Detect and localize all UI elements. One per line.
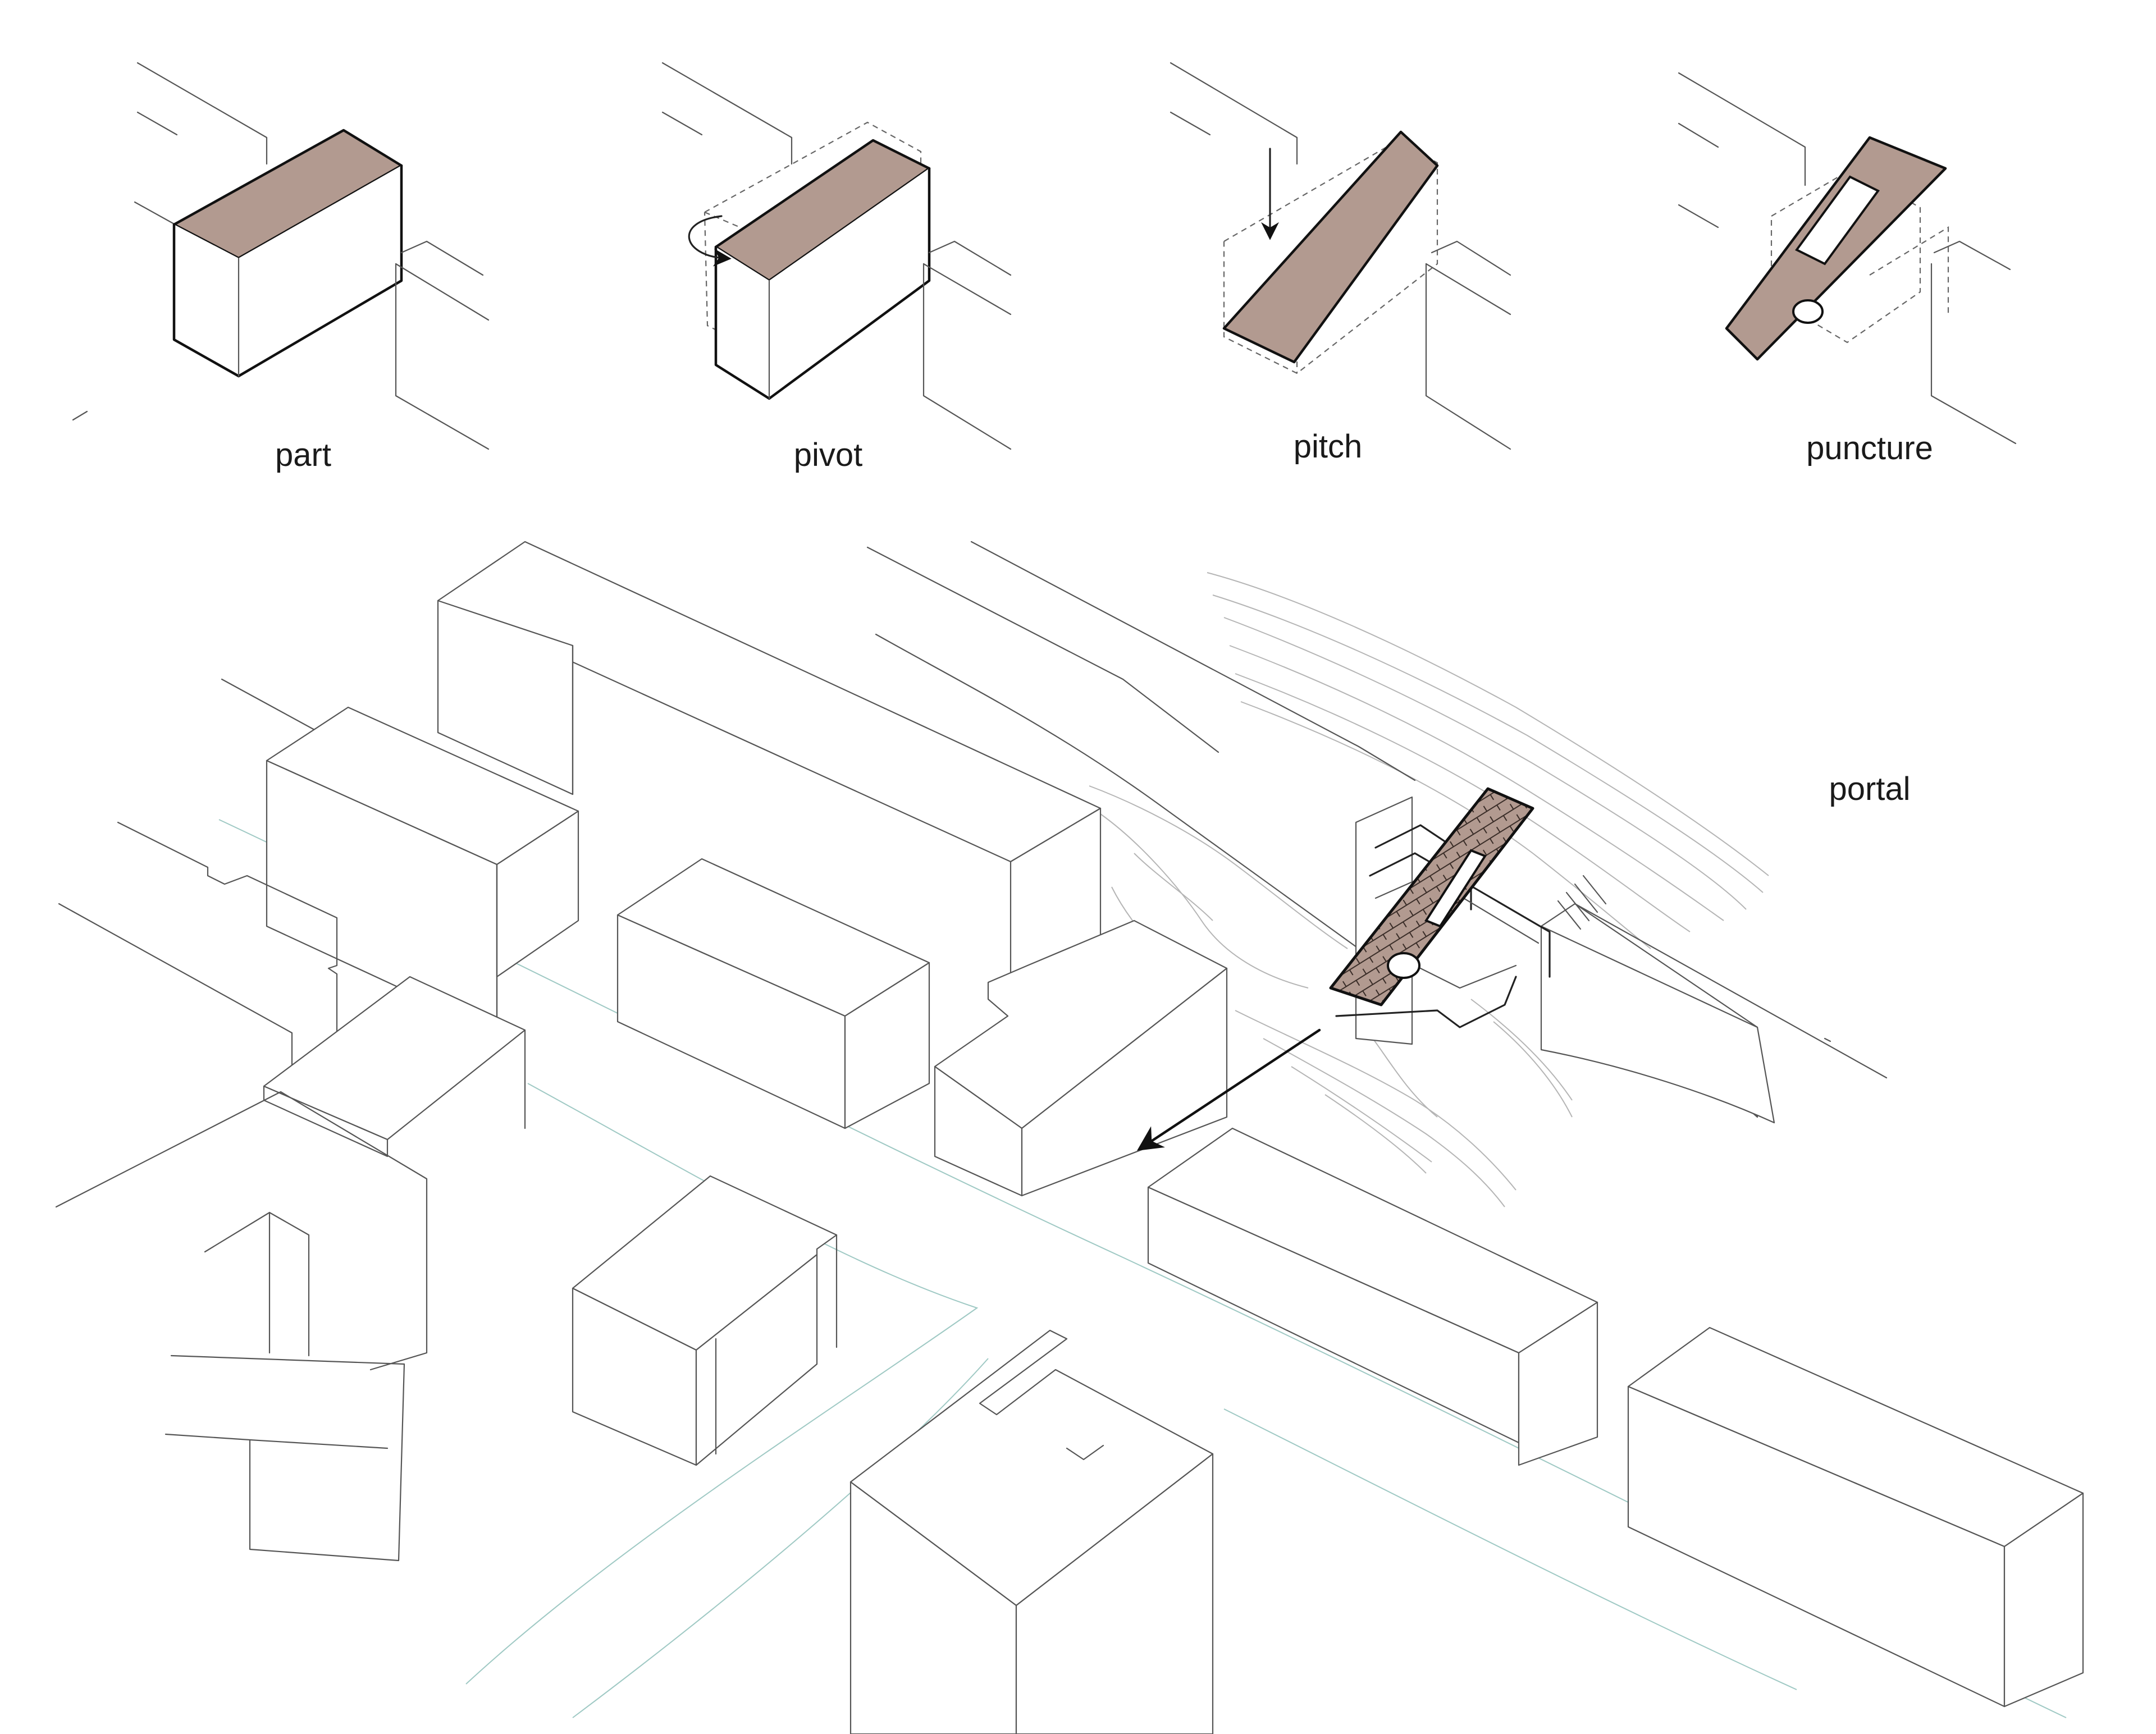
step-label-part: part <box>275 437 331 473</box>
step-pivot-diagram <box>661 62 1012 450</box>
building-left-gabled <box>55 1091 428 1562</box>
portal-round-opening <box>1387 952 1420 979</box>
stair-hatching <box>1557 875 1607 930</box>
building-center-right <box>934 919 1228 1197</box>
step-label-pivot: pivot <box>794 437 863 473</box>
street-line-west <box>572 1358 989 1718</box>
street-line-east <box>1223 1408 1797 1690</box>
portal-label: portal <box>1829 771 1910 807</box>
building-far-right <box>1627 1326 2084 1708</box>
direction-arrow-icon <box>1136 1028 1321 1151</box>
portal-structure <box>1329 787 1607 1028</box>
step-pitch-diagram <box>1170 62 1511 450</box>
building-center-bottom <box>572 1175 838 1466</box>
street-line-south <box>465 1083 979 1685</box>
site-context <box>55 541 2084 1734</box>
portal-roof-plane <box>1329 787 1534 1006</box>
building-left-notched <box>58 821 338 1079</box>
building-bottom-large <box>849 1329 1214 1734</box>
building-right-middle <box>1147 1127 1598 1466</box>
step-part-diagram <box>72 62 490 450</box>
building-left-middle <box>263 976 526 1157</box>
step-label-puncture: puncture <box>1806 430 1933 466</box>
step-puncture-diagram <box>1678 72 2017 445</box>
building-center <box>616 858 930 1129</box>
rotate-arrow-icon <box>688 215 732 267</box>
building-hillside <box>1355 796 1888 1124</box>
puncture-slot-opening <box>1794 175 1880 266</box>
pitch-mass-plane <box>1222 130 1439 364</box>
terrain-contours <box>1089 572 1769 1207</box>
puncture-round-opening <box>1792 299 1824 324</box>
step-label-pitch: pitch <box>1294 428 1363 465</box>
building-left-upper <box>266 706 579 1034</box>
portal-slot-opening <box>1424 849 1487 928</box>
